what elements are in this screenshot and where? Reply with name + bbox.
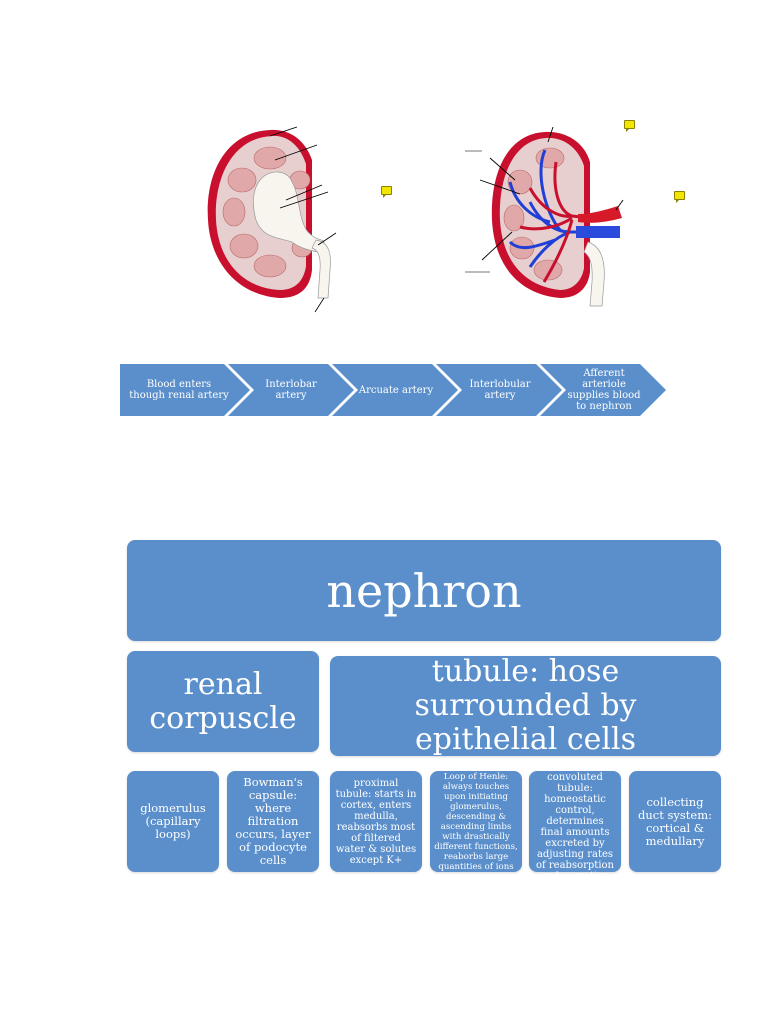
label-pointer-lines [269, 126, 337, 246]
tubule-box: tubule: hose surrounded by epithelial ce… [330, 655, 721, 757]
loop-of-henle-box: Loop of Henle: always touches upon initi… [430, 771, 522, 872]
bowmans-capsule-box: Bowman's capsule: where filtration occur… [227, 771, 319, 872]
blood-flow-process [120, 364, 666, 416]
flow-step-4: Interlobular artery [469, 379, 531, 401]
collecting-duct-box: collecting duct system: cortical & medul… [629, 771, 721, 872]
ureter [311, 239, 331, 299]
flow-step-2: Interlobar artery [265, 379, 317, 401]
proximal-tubule-box: proximal tubule: starts in cortex, enter… [330, 771, 422, 872]
flow-step-3: Arcuate artery [358, 384, 434, 396]
glomerulus-box: glomerulus (capillary loops) [127, 771, 219, 872]
flow-step-shape-2 [228, 364, 354, 416]
renal-corpuscle-box: renal corpuscle [127, 651, 319, 752]
flow-step-shape-4 [436, 364, 562, 416]
flow-step-5: Afferent arteriole supplies blood to nep… [567, 368, 641, 412]
kidney-vascular-illustration [465, 126, 624, 307]
flow-step-shape-3 [332, 364, 458, 416]
distal-tubule-box: distal convoluted tubule: homeostatic co… [529, 761, 621, 882]
flow-step-1: Blood enters though renal artery [129, 379, 229, 401]
kidney-anatomy-illustration [207, 126, 337, 313]
flow-step-shape-5 [540, 364, 666, 416]
comment-note-icon[interactable] [624, 120, 635, 132]
comment-note-icon[interactable] [381, 186, 392, 198]
nephron-title: nephron [127, 540, 721, 641]
comment-note-icon[interactable] [674, 191, 685, 203]
flow-step-shape-1 [120, 364, 250, 416]
